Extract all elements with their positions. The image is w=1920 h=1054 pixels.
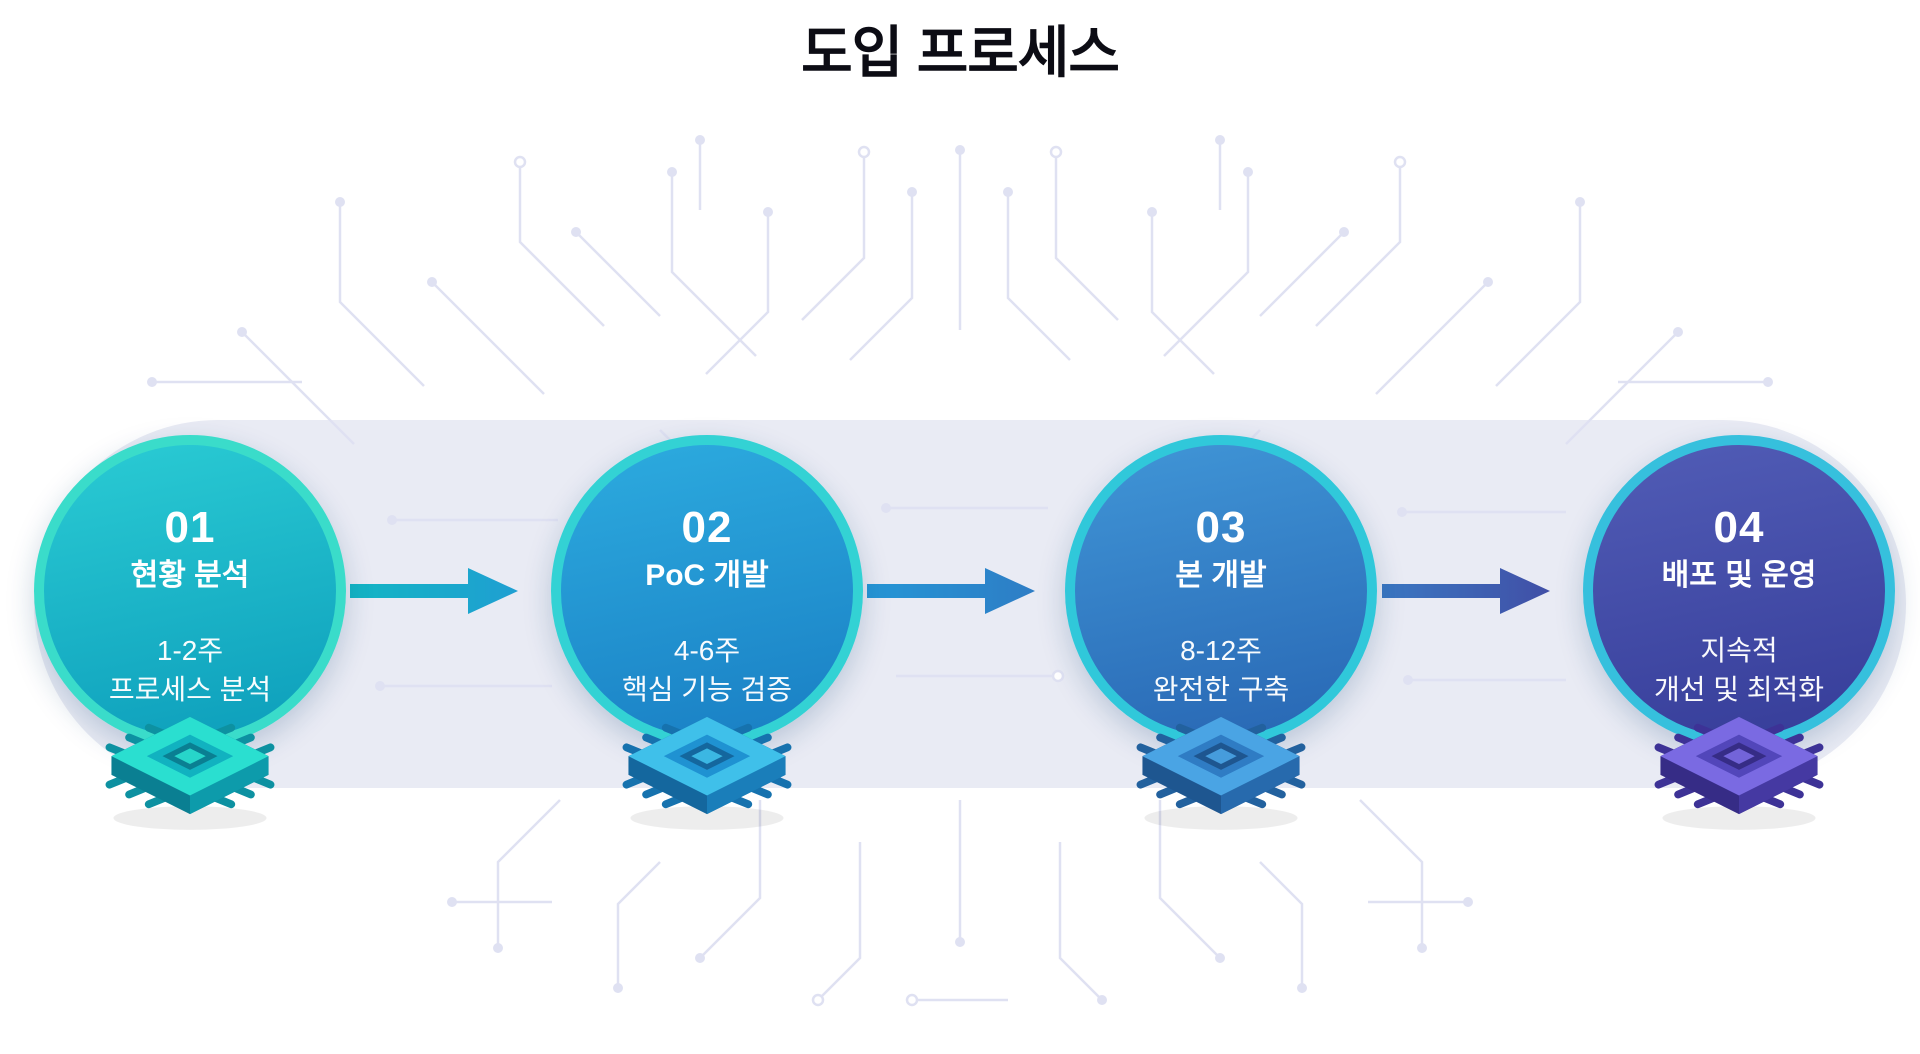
- chip-isometric-icon: [599, 692, 815, 840]
- step-description: 프로세스 분석: [108, 674, 272, 706]
- step-detail: 8-12주 완전한 구축: [1153, 631, 1290, 711]
- step-number: 04: [1713, 503, 1765, 552]
- step-circle: 04 배포 및 운영 지속적 개선 및 최적화: [1583, 435, 1895, 747]
- step-detail: 4-6주 핵심 기능 검증: [622, 631, 792, 711]
- process-step-3: 03 본 개발 8-12주 완전한 구축: [1065, 435, 1377, 855]
- page-title: 도입 프로세스: [801, 21, 1120, 84]
- process-step-2: 02 PoC 개발 4-6주 핵심 기능 검증: [551, 435, 863, 855]
- step-number: 03: [1195, 503, 1247, 552]
- step-description: 개선 및 최적화: [1653, 674, 1825, 706]
- step-name: 본 개발: [1175, 558, 1267, 592]
- step-number: 02: [681, 503, 733, 552]
- chip-isometric-icon: [82, 692, 298, 840]
- step-duration: 8-12주: [1180, 634, 1262, 666]
- step-circle: 01 현황 분석 1-2주 프로세스 분석: [34, 435, 346, 747]
- chip-isometric-icon: [1113, 692, 1329, 840]
- step-detail: 지속적 개선 및 최적화: [1654, 631, 1824, 711]
- step-duration: 1-2주: [156, 634, 224, 666]
- step-name: 현황 분석: [130, 558, 250, 592]
- arrow-right-icon: [867, 568, 1035, 614]
- step-duration: 4-6주: [673, 634, 741, 666]
- process-step-1: 01 현황 분석 1-2주 프로세스 분석: [34, 435, 346, 855]
- chip-isometric-icon: [1631, 692, 1847, 840]
- arrow-right-icon: [350, 568, 518, 614]
- step-number: 01: [164, 503, 216, 552]
- step-name: PoC 개발: [645, 558, 769, 592]
- step-circle: 02 PoC 개발 4-6주 핵심 기능 검증: [551, 435, 863, 747]
- step-detail: 1-2주 프로세스 분석: [109, 631, 271, 711]
- arrow-right-icon: [1382, 568, 1550, 614]
- step-circle: 03 본 개발 8-12주 완전한 구축: [1065, 435, 1377, 747]
- step-name: 배포 및 운영: [1661, 558, 1817, 592]
- step-description: 완전한 구축: [1152, 674, 1290, 706]
- step-description: 핵심 기능 검증: [621, 674, 793, 706]
- step-duration: 지속적: [1700, 634, 1778, 666]
- process-step-4: 04 배포 및 운영 지속적 개선 및 최적화: [1583, 435, 1895, 855]
